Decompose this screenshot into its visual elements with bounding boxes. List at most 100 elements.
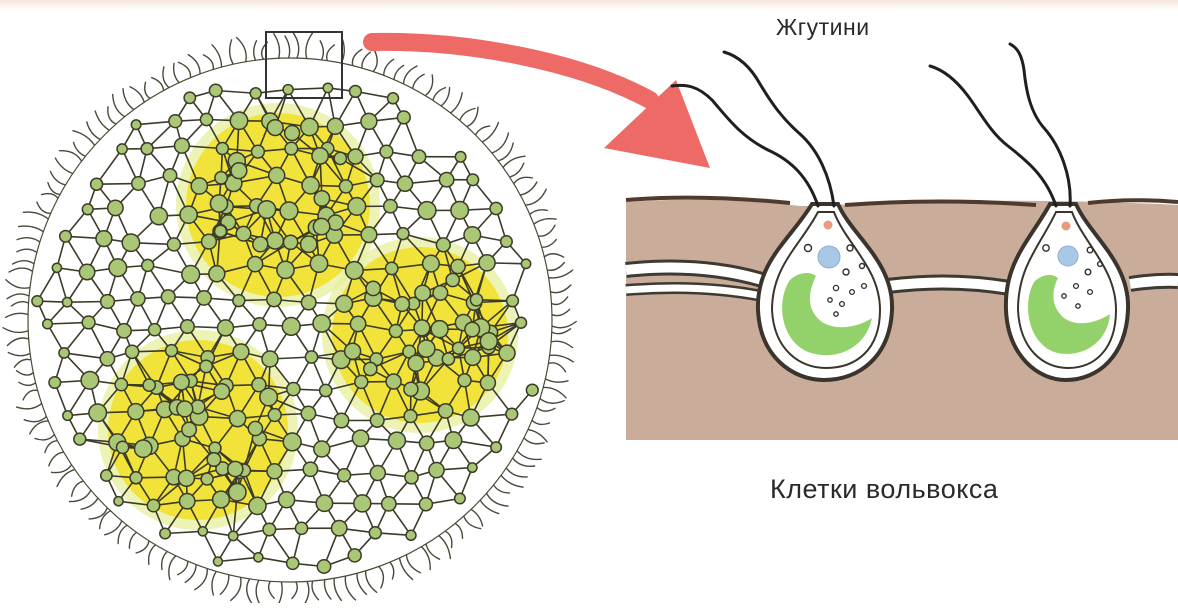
colony-cell: [384, 200, 397, 213]
colony-flagellum: [6, 280, 32, 288]
colony-cell: [480, 333, 497, 350]
colony-flagellum: [178, 559, 188, 575]
colony-cell: [305, 351, 317, 363]
colony-cell: [451, 259, 465, 273]
colony-cell: [397, 176, 412, 191]
colony-cell: [122, 234, 139, 251]
colony-cell: [233, 295, 245, 307]
colony-cell: [43, 319, 53, 329]
colony-flagellum: [278, 580, 283, 603]
colony-flagellum: [49, 452, 66, 466]
colony-cell: [182, 422, 197, 437]
colony-cell: [348, 549, 361, 562]
colony-cell: [209, 84, 222, 97]
colony-cell: [268, 409, 281, 422]
colony-flagellum: [518, 182, 537, 195]
colony-flagellum: [543, 254, 564, 259]
colony-cell: [445, 432, 462, 449]
eyespot: [824, 221, 833, 230]
colony-cell: [135, 440, 152, 457]
colony-cell: [109, 259, 127, 277]
colony-cell: [160, 528, 171, 539]
colony-flagellum: [394, 65, 404, 81]
colony-flagellum: [11, 302, 30, 306]
colony-flagellum: [30, 421, 51, 434]
colony-cell: [408, 355, 424, 371]
colony-flagellum: [72, 481, 86, 497]
colony-cell: [213, 557, 222, 566]
colony-cell: [230, 112, 247, 129]
colony-cell: [231, 163, 247, 179]
colony-flagellum: [334, 576, 341, 600]
colony-cell: [419, 498, 432, 511]
colony-flagellum: [437, 534, 450, 558]
colony-flagellum: [87, 122, 102, 140]
colony-flagellum: [6, 313, 30, 317]
colony-cell: [386, 262, 398, 274]
colony-cell: [131, 120, 141, 130]
colony-cell: [506, 408, 518, 420]
colony-flagellum: [55, 158, 74, 174]
colony-flagellum: [469, 508, 482, 526]
colony-cell: [260, 388, 278, 406]
colony-cell: [249, 497, 266, 514]
colony-cell: [462, 409, 479, 426]
colony-flagellum: [129, 531, 138, 548]
colony-flagellum: [48, 183, 62, 195]
colony-cell: [336, 295, 353, 312]
colony-cell: [132, 177, 145, 190]
colony-cell: [382, 497, 396, 511]
colony-flagellum: [169, 554, 178, 579]
colony-cell: [180, 494, 195, 509]
colony-flagellum: [254, 41, 257, 63]
colony-flagellum: [443, 530, 452, 547]
colony-flagellum: [526, 429, 547, 442]
colony-flagellum: [388, 561, 394, 579]
colony-cell: [310, 255, 327, 272]
colony-cell: [301, 236, 317, 252]
colony-cell: [32, 296, 43, 307]
colony-cell: [248, 421, 262, 435]
colony-flagellum: [377, 565, 383, 588]
colony-flagellum: [17, 402, 44, 409]
colony-flagellum: [152, 78, 164, 93]
colony-flagellum: [516, 449, 541, 459]
colony-flagellum: [203, 55, 213, 72]
colony-flagellum: [548, 355, 574, 362]
colony-cell: [350, 316, 365, 331]
colony-cell: [252, 145, 265, 158]
colony-cell: [143, 379, 155, 391]
colony-flagellum: [9, 268, 34, 273]
colony-cell: [361, 113, 377, 129]
colony-cell: [370, 414, 384, 428]
colony-cell: [248, 257, 263, 272]
colony-flagellum: [362, 52, 370, 70]
colony-flagellum: [247, 577, 252, 603]
colony-cell: [79, 264, 94, 279]
colony-flagellum: [212, 570, 218, 595]
colony-flagellum: [453, 522, 462, 538]
colony-cell: [285, 126, 300, 141]
colony-cell: [455, 493, 466, 504]
colony-cell: [418, 340, 435, 357]
colony-cell: [280, 202, 298, 220]
colony-cell: [269, 167, 285, 183]
colony-flagellum: [149, 544, 158, 565]
colony-flagellum: [479, 498, 499, 513]
colony-cell: [167, 238, 180, 251]
colony-cell: [253, 318, 266, 331]
colony-cell: [182, 266, 200, 284]
colony-cell: [82, 316, 95, 329]
colony-flagellum: [500, 474, 523, 488]
colony-cell: [507, 295, 519, 307]
nucleus: [1058, 246, 1078, 266]
colony-cell: [101, 470, 112, 481]
colony-cell: [230, 411, 246, 427]
colony-flagellum: [420, 545, 430, 569]
colony-cell: [267, 464, 282, 479]
colony-flagellum: [449, 93, 462, 114]
colony-cell: [397, 228, 409, 240]
colony-cell: [414, 320, 430, 336]
colony-cell: [395, 297, 410, 312]
